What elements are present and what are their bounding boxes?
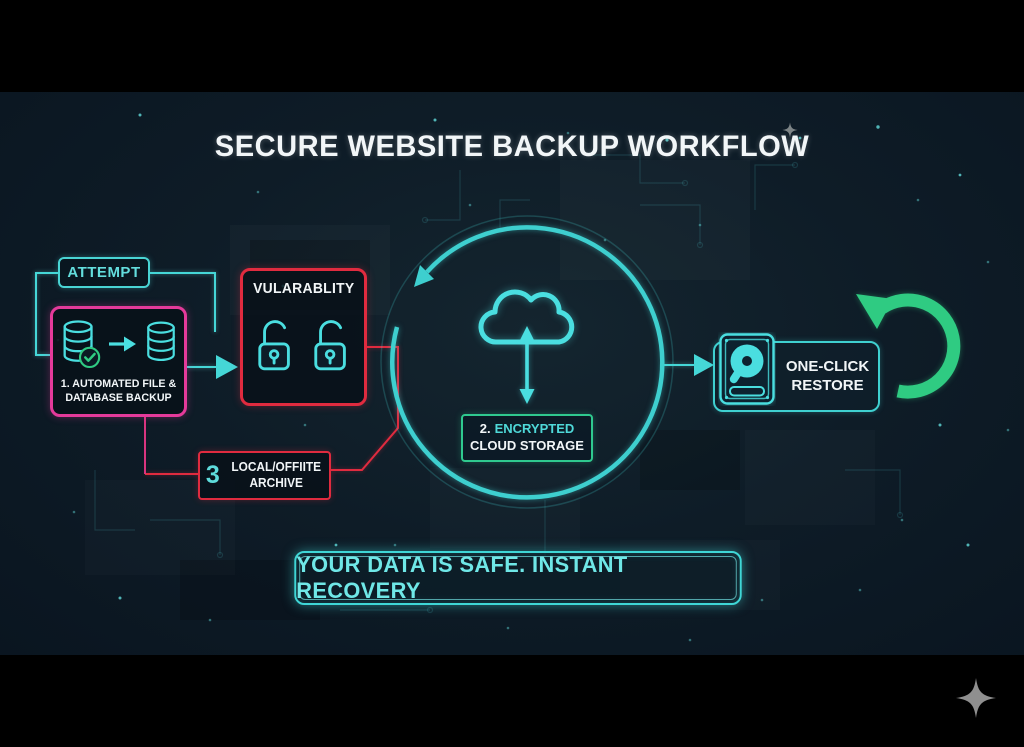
database-icons-row [57, 317, 181, 371]
hard-drive-icon [719, 333, 775, 405]
archive-caption-line1: LOCAL/OFFIITE [231, 459, 321, 474]
attempt-label-box: ATTEMPT [58, 257, 150, 288]
database-icon [63, 320, 100, 369]
check-icon [78, 346, 100, 369]
padlock-open-icon [313, 320, 346, 371]
padlock-open-icon [257, 320, 290, 371]
archive-caption-line2: ARCHIVE [249, 475, 303, 490]
cloud-storage-label: ENCRYPTED [494, 421, 575, 437]
restore-caption-line1: ONE-CLICK [785, 357, 870, 375]
padlocks-row [255, 311, 353, 375]
attempt-label: ATTEMPT [67, 264, 141, 281]
page-title: SECURE WEBSITE BACKUP WORKFLOW [214, 130, 810, 163]
vulnerability-box: VULARABLITY [240, 268, 367, 406]
restore-caption-line2: RESTORE [791, 376, 864, 394]
arrow-right-icon [108, 336, 136, 352]
cloud-storage-line2: CLOUD STORAGE [470, 438, 584, 453]
sparkle-icon [956, 678, 996, 718]
cloud-storage-number: 2. [479, 421, 491, 437]
backup-caption-line1: 1. AUTOMATED FILE & [60, 378, 177, 390]
archive-number: 3 [205, 461, 220, 489]
archive-caption: LOCAL/OFFIITE ARCHIVE [231, 460, 321, 491]
cloud-storage-line1: 2.ENCRYPTED [480, 421, 575, 438]
backup-caption-line2: DATABASE BACKUP [65, 392, 172, 405]
automated-backup-box: 1. AUTOMATED FILE & DATABASE BACKUP [50, 306, 187, 417]
encrypted-cloud-storage-box: 2.ENCRYPTED CLOUD STORAGE [461, 414, 593, 462]
bottom-banner: YOUR DATA IS SAFE. INSTANT RECOVERY [294, 551, 742, 605]
archive-box: 3 LOCAL/OFFIITE ARCHIVE [198, 451, 331, 500]
backup-caption: 1. AUTOMATED FILE & DATABASE BACKUP [61, 377, 176, 406]
banner-label: YOUR DATA IS SAFE. INSTANT RECOVERY [296, 552, 628, 603]
database-icon [146, 321, 175, 361]
restore-caption: ONE-CLICK RESTORE [786, 358, 869, 396]
vulnerability-label: VULARABLITY [252, 281, 355, 297]
